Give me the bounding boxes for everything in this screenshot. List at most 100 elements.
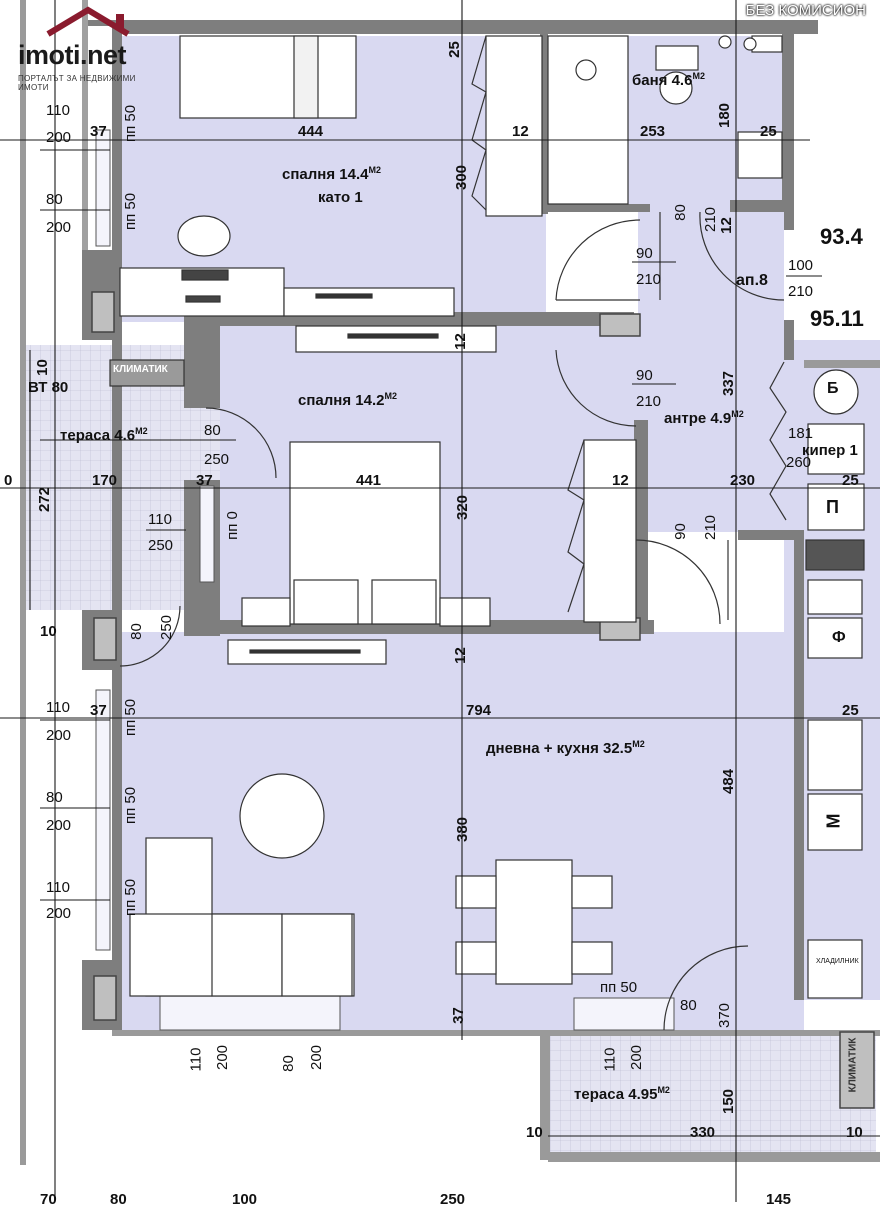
dim-label: 337 (720, 370, 738, 397)
apartment-area-gross: 95.11 (810, 306, 864, 331)
dim-label: 10 (40, 623, 57, 640)
door-dim-top: 90 (671, 523, 689, 540)
dim-label: 230 (730, 472, 756, 489)
windows (95, 129, 675, 1031)
room-bedroom1-name: спалня 14.4М2 (282, 165, 381, 183)
dim-label: 37 (90, 123, 107, 140)
dim-label: 10 (33, 359, 51, 376)
dim-label: 794 (466, 702, 492, 719)
house-roof-icon (46, 6, 130, 37)
watermark: БЕЗ КОМИСИОН (745, 2, 866, 19)
window-dim-top: 110 (46, 102, 70, 119)
dim-label: 25 (842, 472, 859, 489)
sill-dim: пп 50 (122, 698, 140, 737)
dim-label: 170 (92, 472, 118, 489)
window-dim-top: 110 (46, 699, 70, 716)
dim-label: 10 (846, 1124, 863, 1141)
room-terrace-bottom-name: тераса 4.95М2 (574, 1085, 670, 1103)
window-dim-top: 110 (46, 879, 70, 896)
room-bedroom2-name: спалня 14.2М2 (298, 391, 397, 409)
dim-label: 250 (440, 1191, 466, 1208)
dim-label: 10 (526, 1124, 543, 1141)
dim-label: 12 (612, 472, 629, 489)
dim-label: 145 (766, 1191, 792, 1208)
bt-label: ВТ 80 (28, 379, 69, 396)
door-dim-bottom: 210 (702, 206, 720, 233)
room-hall-name: антре 4.9М2 (664, 409, 744, 427)
dim-label: 12 (717, 217, 735, 234)
living-furniture (129, 539, 865, 999)
dim-label: 441 (356, 472, 382, 489)
window-dim-bottom: 200 (46, 905, 72, 922)
dim-label: 80 (110, 1191, 127, 1208)
window-dim-bottom: 200 (46, 727, 72, 744)
window-dim-bottom: 200 (308, 1044, 326, 1071)
room-bedroom1-floor: като 1 (318, 189, 363, 206)
climatic-label-2: КЛИМАТИК (847, 1037, 859, 1093)
sill-dim: пп 0 (223, 511, 241, 540)
dim-label: 150 (720, 1088, 738, 1115)
dim-label: 12 (512, 123, 529, 140)
window-dim-bottom: 200 (46, 817, 72, 834)
dim-label: 253 (640, 123, 666, 140)
room-living-name: дневна + кухня 32.5М2 (486, 739, 645, 757)
brand-tagline: ПОРТАЛЪТ ЗА НЕДВИЖИМИ ИМОТИ (18, 74, 136, 92)
door-dim-top: 110 (148, 511, 172, 528)
meter-p-label: П (826, 497, 839, 517)
sill-dim: пп 50 (122, 192, 140, 231)
dim-label: 12 (451, 333, 469, 350)
dim-label: 444 (298, 123, 324, 140)
window-dim-top: 80 (46, 789, 63, 806)
dim-label: 0 (4, 472, 13, 489)
dim-label: 25 (760, 123, 777, 140)
room-corridor-right-name: кипер 1 (802, 442, 858, 459)
dim-label: 25 (445, 41, 463, 58)
door-dim-bottom: 250 (158, 614, 176, 641)
brand-logo[interactable]: imoti.net ПОРТАЛЪТ ЗА НЕДВИЖИМИ ИМОТИ (8, 4, 168, 92)
doors (119, 211, 785, 1031)
dim-label: 180 (716, 102, 734, 129)
dim-label: 100 (232, 1191, 258, 1208)
room-bathroom-name: баня 4.6М2 (632, 71, 705, 89)
door-dim-top: 90 (636, 367, 653, 384)
door-dim-top: 90 (636, 245, 653, 262)
dim-label: 380 (454, 816, 472, 843)
door-dim-bottom: 260 (786, 454, 812, 471)
door-dim-bottom: 210 (636, 393, 662, 410)
door-dim-top: 181 (788, 425, 814, 442)
dim-label: 37 (90, 702, 107, 719)
dim-label: 320 (454, 494, 472, 521)
dim-label: 25 (842, 702, 859, 719)
meter-b-label: Б (827, 380, 839, 397)
dim-label: 37 (196, 472, 213, 489)
door-dim-top: 80 (671, 204, 689, 221)
dim-label: 12 (451, 647, 469, 664)
climatic-label-1: КЛИМАТИК (113, 364, 168, 375)
window-dim-top: 110 (187, 1047, 205, 1072)
bathroom-fixtures (547, 35, 783, 205)
door-dim-top: 100 (788, 257, 814, 274)
window-dim-top: 80 (279, 1055, 297, 1072)
door-dim-top: 80 (204, 422, 221, 439)
window-dim-top: 110 (601, 1047, 619, 1072)
door-dim-top: 80 (127, 623, 145, 640)
sill-dim: пп 50 (122, 786, 140, 825)
window-dim-bottom: 200 (46, 219, 72, 236)
dim-label: 300 (453, 164, 471, 191)
dim-label: 330 (690, 1124, 716, 1141)
sill-dim: пп 50 (122, 878, 140, 917)
dim-label: 272 (36, 486, 54, 513)
dim-label: 70 (40, 1191, 57, 1208)
dim-label: 484 (720, 768, 738, 795)
window-dim-bottom: 200 (46, 129, 72, 146)
bedroom1-furniture (119, 35, 543, 353)
columns (91, 291, 875, 1109)
hall-storage (769, 361, 865, 531)
door-dim-bottom: 210 (788, 283, 814, 300)
meter-f-label: Ф (832, 629, 846, 646)
fridge-label: ХЛАДИЛНИК (816, 958, 859, 965)
window-dim-bottom: 200 (628, 1044, 646, 1071)
bedroom2-furniture (109, 359, 637, 665)
